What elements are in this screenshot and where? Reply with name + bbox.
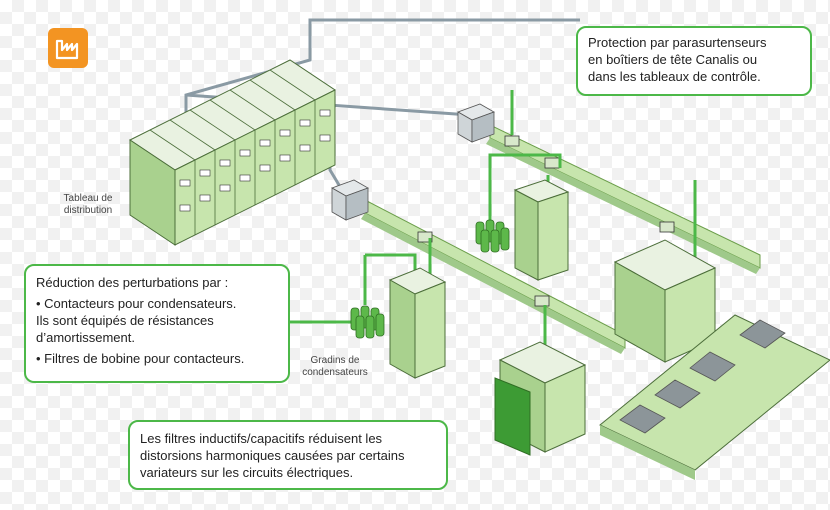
tap-box: [534, 295, 550, 307]
callout-filters-line: Les filtres inductifs/capacitifs réduise…: [140, 431, 383, 446]
callout-reduction: Réduction des perturbations par : • Cont…: [24, 264, 290, 383]
tap-box: [417, 231, 433, 243]
control-panel-large: [613, 239, 717, 363]
callout-protection: Protection par parasurtenseurs en boîtie…: [576, 26, 812, 96]
distribution-board: [129, 59, 336, 246]
callout-protection-line: en boîtiers de tête Canalis ou: [588, 52, 758, 67]
control-cabinet: [513, 179, 570, 281]
callout-reduction-line: d’amortissement.: [36, 330, 135, 345]
capacitor-bank-lower: [350, 305, 385, 339]
distribution-board-label: Tableau de distribution: [63, 193, 113, 216]
busway-head-box: [457, 103, 495, 143]
callout-reduction-line: Réduction des perturbations par :: [36, 275, 229, 290]
tap-box: [504, 135, 520, 147]
factory-icon: [48, 28, 88, 68]
capacitor-banks-label: Gradins de condensateurs: [302, 355, 368, 378]
callout-protection-line: dans les tableaux de contrôle.: [588, 69, 761, 84]
filter-cabinet: [494, 341, 587, 456]
open-door: [494, 377, 531, 456]
callout-filters-line: variateurs sur les circuits électriques.: [140, 465, 354, 480]
tap-box: [544, 157, 560, 169]
callout-filters-line: distorsions harmoniques causées par cert…: [140, 448, 405, 463]
callout-filters: Les filtres inductifs/capacitifs réduise…: [128, 420, 448, 490]
busway-head-box: [331, 179, 369, 221]
busway-upper: [486, 124, 761, 274]
callout-reduction-line: • Contacteurs pour condensateurs.: [36, 296, 237, 311]
control-cabinet: [388, 267, 447, 379]
callout-protection-line: Protection par parasurtenseurs: [588, 35, 767, 50]
tap-box: [659, 221, 675, 233]
callout-reduction-line: • Filtres de bobine pour contacteurs.: [36, 351, 245, 366]
conveyor: [599, 314, 830, 480]
capacitor-bank-upper: [475, 219, 510, 253]
callout-reduction-line: Ils sont équipés de résistances: [36, 313, 214, 328]
